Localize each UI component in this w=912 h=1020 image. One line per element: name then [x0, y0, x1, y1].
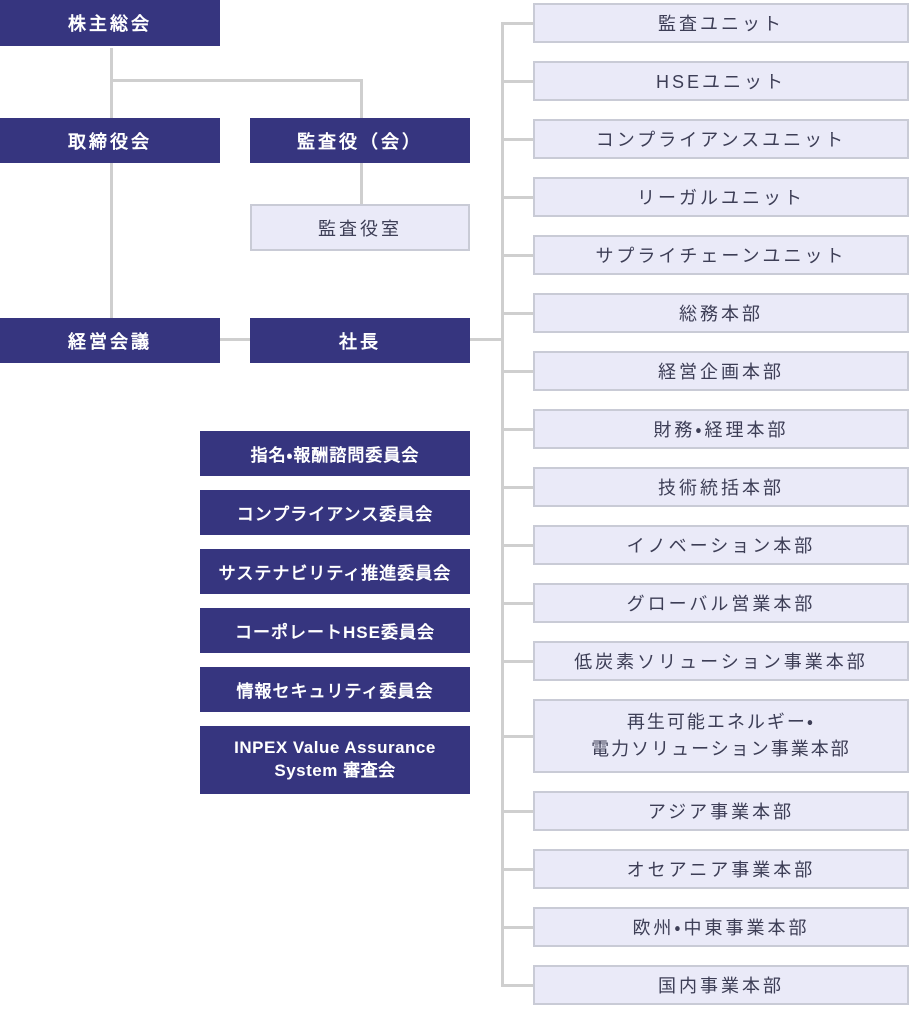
committee-sustainability: サステナビリティ推進委員会 [200, 549, 470, 594]
hq-domestic: 国内事業本部 [533, 965, 909, 1005]
hq-global-marketing: グローバル営業本部 [533, 583, 909, 623]
connector-stub-line [501, 369, 533, 373]
connector-stub-line [501, 311, 533, 315]
connector-stub-line [501, 734, 533, 738]
node-audit-supervisory-board: 監査役（会） [250, 118, 470, 163]
connector-stub-line [501, 659, 533, 663]
connector-stub-line [501, 867, 533, 871]
hq-asia: アジア事業本部 [533, 791, 909, 831]
connector-trunk-line [501, 21, 504, 987]
connector-stub-line [501, 601, 533, 605]
connector-stub-line [501, 137, 533, 141]
unit-audit: 監査ユニット [533, 3, 909, 43]
connector-stub-line [501, 253, 533, 257]
connector-stub-line [501, 809, 533, 813]
connector-line [220, 338, 250, 341]
connector-stub-line [501, 485, 533, 489]
connector-stub-line [501, 543, 533, 547]
committee-compliance: コンプライアンス委員会 [200, 490, 470, 535]
connector-stub-line [501, 983, 533, 987]
connector-line [360, 163, 363, 204]
committee-nomination-compensation: 指名・報酬諮問委員会 [200, 431, 470, 476]
connector-stub-line [501, 79, 533, 83]
node-board-of-directors: 取締役会 [0, 118, 220, 163]
unit-supply-chain: サプライチェーンユニット [533, 235, 909, 275]
committee-inpex-value-assurance: INPEX Value Assurance System 審査会 [200, 726, 470, 794]
connector-stub-line [501, 925, 533, 929]
hq-renewable-energy-power-solution: 再生可能エネルギー・ 電力ソリューション事業本部 [533, 699, 909, 773]
units-column: 監査ユニット HSEユニット コンプライアンスユニット リーガルユニット サプラ… [533, 3, 909, 1005]
committee-info-security: 情報セキュリティ委員会 [200, 667, 470, 712]
connector-stub-line [501, 427, 533, 431]
hq-oceania: オセアニア事業本部 [533, 849, 909, 889]
unit-hse: HSEユニット [533, 61, 909, 101]
connector-stub-line [501, 195, 533, 199]
connector-line [470, 338, 504, 341]
connector-line [110, 79, 363, 82]
hq-finance-accounting: 財務・経理本部 [533, 409, 909, 449]
connector-line [110, 163, 113, 318]
connector-line [360, 79, 363, 118]
node-shareholders-meeting: 株主総会 [0, 0, 220, 46]
connector-line [110, 48, 113, 118]
committee-corporate-hse: コーポレートHSE委員会 [200, 608, 470, 653]
committees-column: 指名・報酬諮問委員会 コンプライアンス委員会 サステナビリティ推進委員会 コーポ… [200, 431, 470, 794]
connector-stub-line [501, 21, 533, 25]
hq-corporate-strategy: 経営企画本部 [533, 351, 909, 391]
hq-innovation: イノベーション本部 [533, 525, 909, 565]
node-president: 社長 [250, 318, 470, 363]
node-audit-office: 監査役室 [250, 204, 470, 251]
hq-europe-middle-east: 欧州・中東事業本部 [533, 907, 909, 947]
hq-low-carbon-solution: 低炭素ソリューション事業本部 [533, 641, 909, 681]
node-management-committee: 経営会議 [0, 318, 220, 363]
unit-compliance: コンプライアンスユニット [533, 119, 909, 159]
hq-technical: 技術統括本部 [533, 467, 909, 507]
hq-general-affairs: 総務本部 [533, 293, 909, 333]
unit-legal: リーガルユニット [533, 177, 909, 217]
